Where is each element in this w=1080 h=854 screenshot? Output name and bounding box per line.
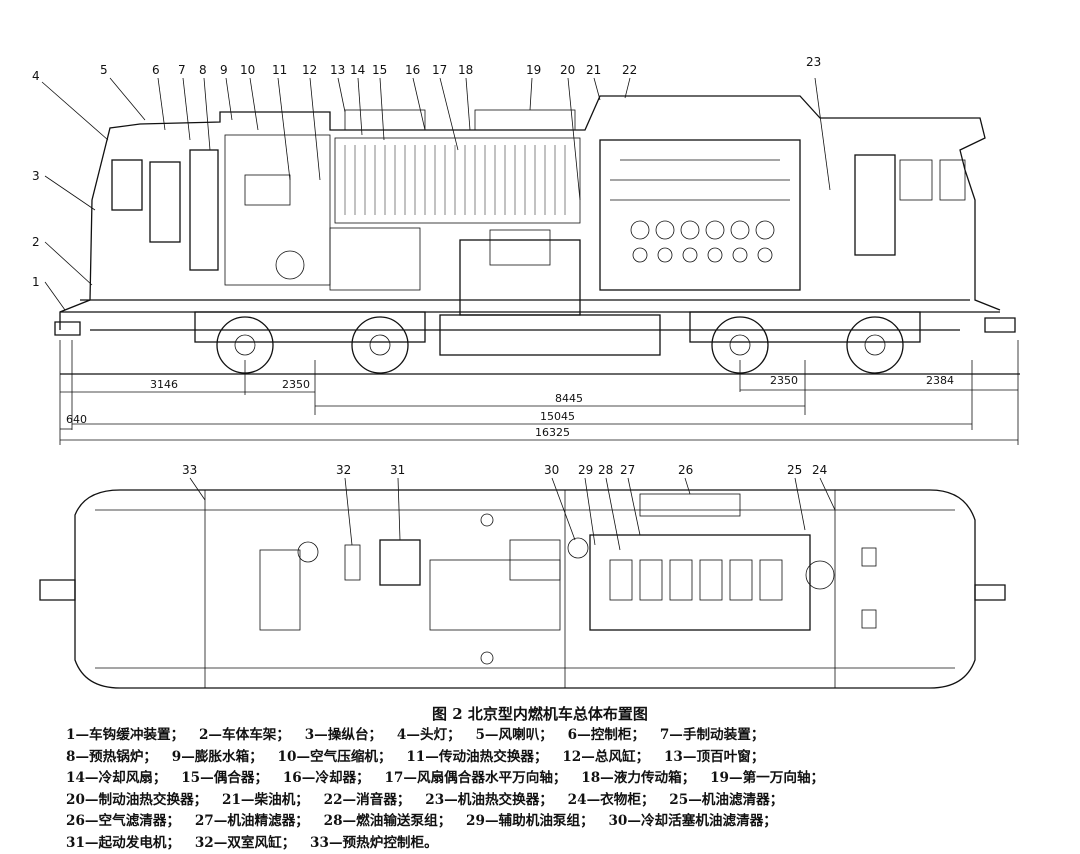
callout-plan: 30 [544, 463, 559, 477]
callout-plan: 29 [578, 463, 593, 477]
dim-16325: 16325 [535, 426, 570, 439]
legend-item: 30—冷却活塞机油滤清器； [608, 813, 776, 829]
callout-side: 15 [372, 63, 387, 77]
legend-line: 31—起动发电机； 32—双室风缸； 33—预热炉控制柜。 [66, 833, 1066, 854]
dim-3146: 3146 [150, 378, 178, 391]
callout-side: 14 [350, 63, 365, 77]
legend-item: 24—衣物柜； [568, 792, 655, 808]
legend-item: 32—双室风缸； [195, 835, 295, 851]
callout-side: 13 [330, 63, 345, 77]
callout-side: 7 [178, 63, 186, 77]
legend-item: 14—冷却风扇； [66, 770, 166, 786]
legend-item: 11—传动油热交换器； [406, 749, 547, 765]
callout-side: 20 [560, 63, 575, 77]
callout-side: 10 [240, 63, 255, 77]
plan-cylinders [610, 560, 782, 600]
callout-plan: 32 [336, 463, 351, 477]
plan-view: 33 32 31 30 29 28 27 26 25 24 [40, 463, 1005, 688]
callout-side: 9 [220, 63, 228, 77]
legend-line: 14—冷却风扇； 15—偶合器； 16—冷却器； 17—风扇偶合器水平万向轴； … [66, 768, 1066, 790]
callout-side: 18 [458, 63, 473, 77]
legend-line: 8—预热锅炉； 9—膨胀水箱； 10—空气压缩机； 11—传动油热交换器； 12… [66, 747, 1066, 769]
callout-plan: 25 [787, 463, 802, 477]
bogie-front [195, 312, 425, 373]
plan-leaders [190, 478, 835, 550]
dim-8445: 8445 [555, 392, 583, 405]
callout-side: 19 [526, 63, 541, 77]
legend-item: 18—液力传动箱； [581, 770, 695, 786]
legend-item: 17—风扇偶合器水平万向轴； [384, 770, 566, 786]
legend-line: 26—空气滤清器； 27—机油精滤器； 28—燃油输送泵组； 29—辅助机油泵组… [66, 811, 1066, 833]
legend-item: 3—操纵台； [305, 727, 382, 743]
legend-item: 6—控制柜； [568, 727, 645, 743]
callout-side: 5 [100, 63, 108, 77]
callout-side: 3 [32, 169, 40, 183]
legend-item: 9—膨胀水箱； [172, 749, 263, 765]
legend: 1—车钩缓冲装置； 2—车体车架； 3—操纵台； 4—头灯； 5—风喇叭； 6—… [66, 725, 1066, 854]
callout-side: 22 [622, 63, 637, 77]
dim-640: 640 [66, 413, 87, 426]
legend-item: 27—机油精滤器； [195, 813, 309, 829]
callout-plan: 33 [182, 463, 197, 477]
legend-item: 10—空气压缩机； [278, 749, 392, 765]
legend-item: 23—机油热交换器； [425, 792, 553, 808]
legend-item: 4—头灯； [397, 727, 461, 743]
callout-side: 17 [432, 63, 447, 77]
legend-item: 13—顶百叶窗； [664, 749, 764, 765]
dimension-lines: 3146 2350 2350 2384 8445 15045 640 16325 [60, 340, 1018, 445]
callout-plan: 28 [598, 463, 613, 477]
legend-item: 25—机油滤清器； [669, 792, 783, 808]
callout-side: 1 [32, 275, 40, 289]
legend-item: 26—空气滤清器； [66, 813, 180, 829]
legend-line: 20—制动油热交换器； 21—柴油机； 22—消音器； 23—机油热交换器； 2… [66, 790, 1066, 812]
legend-item: 8—预热锅炉； [66, 749, 157, 765]
legend-item: 7—手制动装置； [660, 727, 765, 743]
callout-plan: 24 [812, 463, 827, 477]
callout-side: 12 [302, 63, 317, 77]
callout-side: 6 [152, 63, 160, 77]
callout-side: 23 [806, 55, 821, 69]
legend-item: 19—第一万向轴； [710, 770, 824, 786]
legend-item: 16—冷却器； [283, 770, 370, 786]
legend-item: 33—预热炉控制柜。 [310, 835, 438, 851]
cooler-fins [345, 145, 565, 215]
legend-item: 29—辅助机油泵组； [466, 813, 594, 829]
legend-item: 5—风喇叭； [475, 727, 552, 743]
legend-line: 1—车钩缓冲装置； 2—车体车架； 3—操纵台； 4—头灯； 5—风喇叭； 6—… [66, 725, 1066, 747]
callout-plan: 26 [678, 463, 693, 477]
legend-item: 31—起动发电机； [66, 835, 180, 851]
legend-item: 22—消音器； [324, 792, 411, 808]
side-leaders [42, 78, 830, 310]
legend-item: 20—制动油热交换器； [66, 792, 207, 808]
dim-2350-front: 2350 [282, 378, 310, 391]
legend-item: 12—总风缸； [562, 749, 649, 765]
dim-15045: 15045 [540, 410, 575, 423]
locomotive-drawing: 4 5 6 7 8 9 10 11 12 13 14 15 16 17 18 1… [0, 0, 1080, 700]
callout-side: 2 [32, 235, 40, 249]
callout-plan: 31 [390, 463, 405, 477]
callout-side: 16 [405, 63, 420, 77]
legend-item: 2—车体车架； [199, 727, 290, 743]
callout-side: 21 [586, 63, 601, 77]
callout-side: 4 [32, 69, 40, 83]
figure-caption: 图 2 北京型内燃机车总体布置图 [0, 703, 1080, 724]
legend-item: 21—柴油机； [222, 792, 309, 808]
callout-plan: 27 [620, 463, 635, 477]
callout-side: 8 [199, 63, 207, 77]
legend-item: 28—燃油输送泵组； [324, 813, 452, 829]
side-elevation: 4 5 6 7 8 9 10 11 12 13 14 15 16 17 18 1… [32, 55, 1020, 374]
callout-side: 11 [272, 63, 287, 77]
engine-cylinders [631, 221, 774, 262]
dim-2384: 2384 [926, 374, 954, 387]
legend-item: 1—车钩缓冲装置； [66, 727, 184, 743]
legend-item: 15—偶合器； [181, 770, 268, 786]
dim-2350-rear: 2350 [770, 374, 798, 387]
